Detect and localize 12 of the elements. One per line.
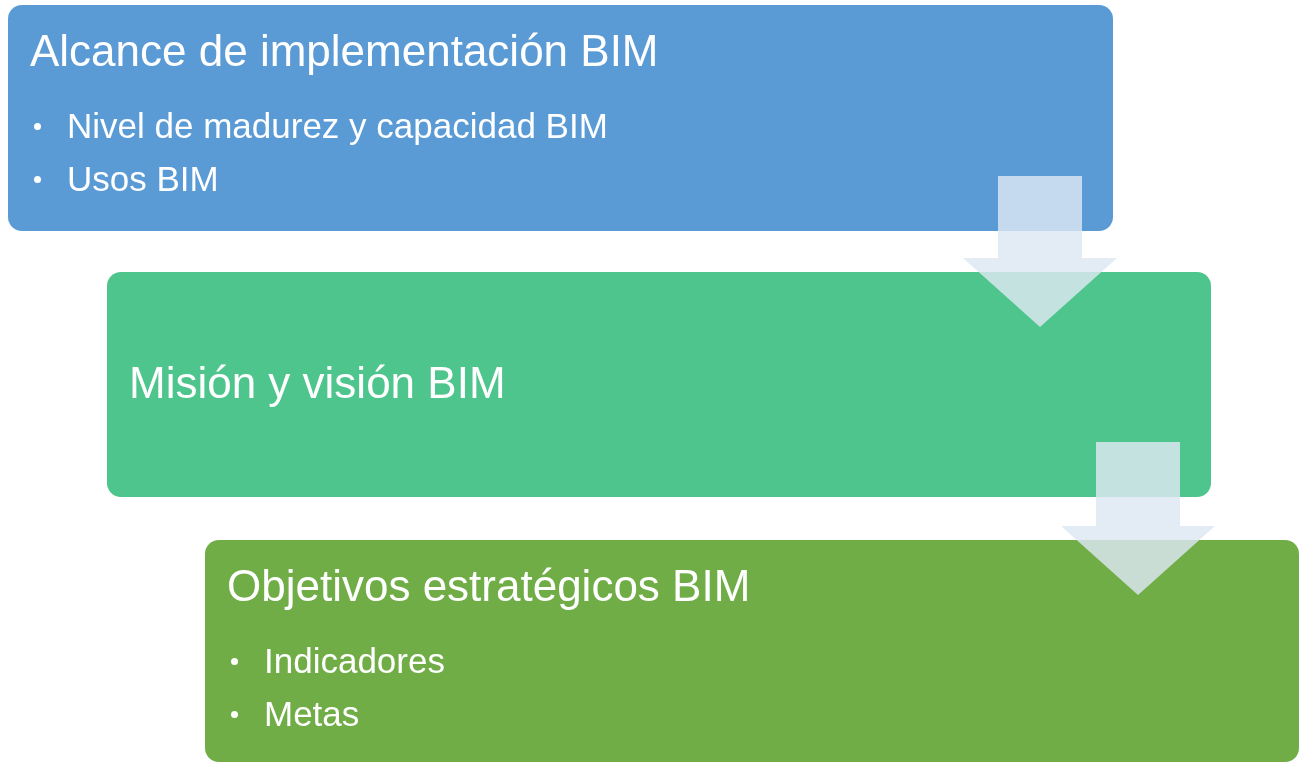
bullet-text: Nivel de madurez y capacidad BIM — [67, 107, 608, 146]
process-box — [205, 540, 1299, 762]
bullet-text: Usos BIM — [67, 160, 219, 199]
block-arrow — [963, 176, 1117, 327]
block-arrow — [1061, 442, 1215, 595]
box-heading: Misión y visión BIM — [129, 358, 506, 407]
process-box — [107, 272, 1211, 497]
process-box — [8, 5, 1113, 231]
bullet-text: Metas — [264, 695, 360, 734]
bullet-text: Indicadores — [264, 642, 445, 681]
box-heading: Objetivos estratégicos BIM — [227, 562, 751, 611]
box-heading: Alcance de implementación BIM — [30, 27, 659, 76]
